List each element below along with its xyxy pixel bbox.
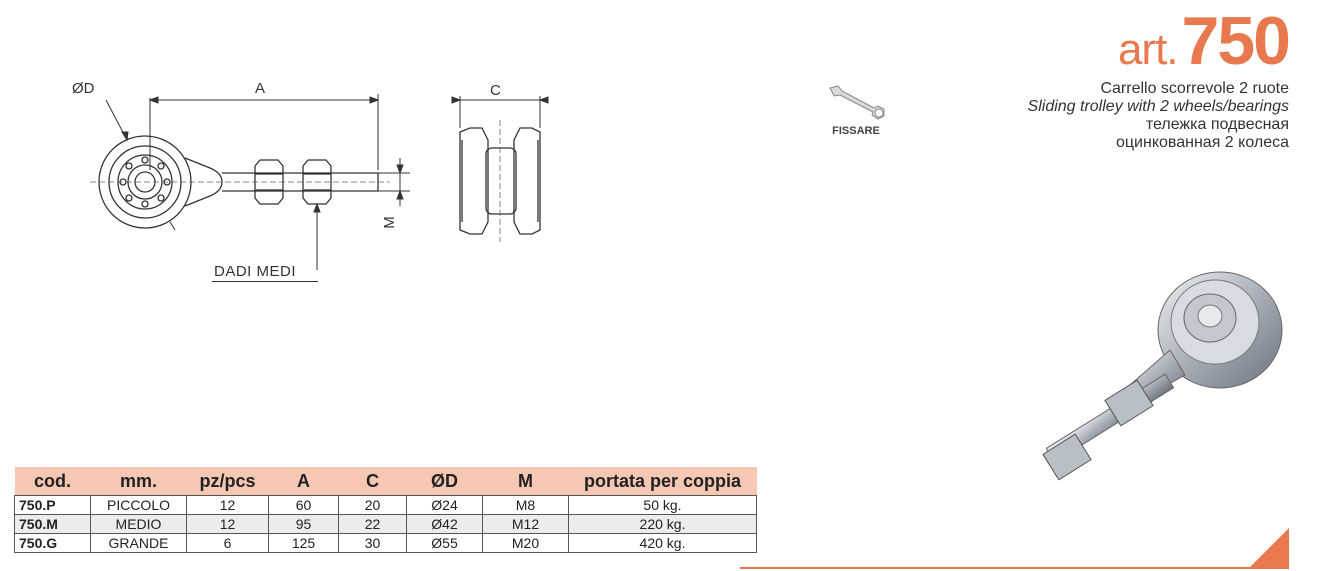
description-russian-line2: оцинкованная 2 колеса [1115, 134, 1289, 151]
table-cell: 220 kg. [568, 514, 757, 534]
nuts-label-underline [212, 281, 318, 282]
column-header: ØD [406, 467, 483, 496]
table-cell: Ø55 [406, 533, 483, 553]
dimension-label-m: M [380, 216, 398, 229]
table-cell: 22 [338, 514, 407, 534]
dimension-label-c: C [490, 82, 501, 99]
article-number: 750 [1181, 3, 1291, 79]
specification-table: cod. mm. pz/pcs A C ØD M portata per cop… [14, 467, 757, 553]
table-cell: 12 [186, 495, 269, 515]
column-header: pz/pcs [186, 467, 269, 496]
product-description: Carrello scorrevole 2 ruote Sliding trol… [1028, 80, 1289, 152]
table-cell: 95 [268, 514, 339, 534]
table-cell: 12 [186, 514, 269, 534]
table-cell: M20 [482, 533, 569, 553]
article-prefix: art. [1117, 25, 1179, 74]
dimension-label-a: A [255, 80, 266, 97]
table-cell: 20 [338, 495, 407, 515]
table-row: 750.M MEDIO 12 95 22 Ø42 M12 220 kg. [14, 514, 757, 534]
wrench-icon [829, 85, 885, 120]
dimension-label-d: ØD [72, 80, 95, 97]
column-header: portata per coppia [568, 467, 757, 496]
table-cell: M8 [482, 495, 569, 515]
table-cell: MEDIO [90, 514, 187, 534]
corner-accent [1249, 528, 1289, 568]
column-header: A [268, 467, 339, 496]
table-cell: Ø24 [406, 495, 483, 515]
column-header: C [338, 467, 407, 496]
table-cell: M12 [482, 514, 569, 534]
table-cell: 750.M [14, 514, 91, 534]
table-row: 750.P PICCOLO 12 60 20 Ø24 M8 50 kg. [14, 495, 757, 515]
table-cell: Ø42 [406, 514, 483, 534]
column-header: M [482, 467, 569, 496]
description-english: Sliding trolley with 2 wheels/bearings [1027, 98, 1289, 115]
table-header-row: cod. mm. pz/pcs A C ØD M portata per cop… [14, 467, 757, 496]
fix-label: FISSARE [832, 125, 880, 137]
table-cell: 6 [186, 533, 269, 553]
description-italian: Carrello scorrevole 2 ruote [1100, 80, 1289, 97]
table-cell: 750.P [14, 495, 91, 515]
column-header: cod. [14, 467, 91, 496]
description-russian-line1: тележка подвесная [1145, 116, 1289, 133]
table-cell: 50 kg. [568, 495, 757, 515]
table-cell: 30 [338, 533, 407, 553]
column-header: mm. [90, 467, 187, 496]
bottom-accent-line [740, 567, 1289, 569]
article-title: art.750 [1117, 2, 1291, 80]
product-photo [1042, 271, 1283, 481]
table-cell: 420 kg. [568, 533, 757, 553]
table-cell: PICCOLO [90, 495, 187, 515]
table-cell: 125 [268, 533, 339, 553]
table-cell: 60 [268, 495, 339, 515]
table-cell: 750.G [14, 533, 91, 553]
technical-drawing [90, 94, 549, 270]
table-cell: GRANDE [90, 533, 187, 553]
table-row: 750.G GRANDE 6 125 30 Ø55 M20 420 kg. [14, 533, 757, 553]
nuts-label: DADI MEDI [214, 263, 297, 280]
